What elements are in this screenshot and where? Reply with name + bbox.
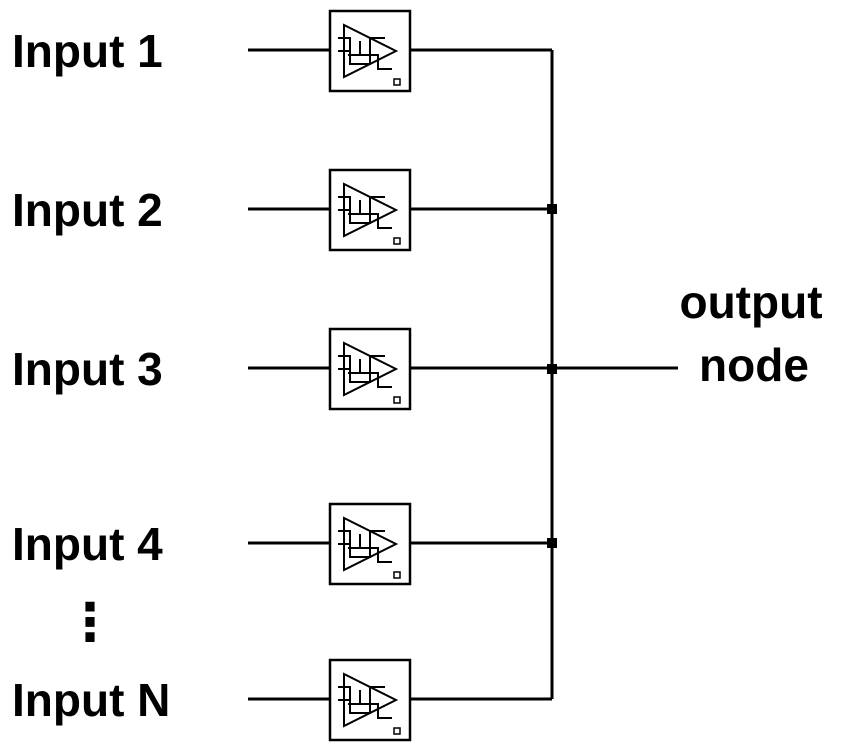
- input-label: Input N: [12, 674, 170, 726]
- buffer-cell-icon: [328, 327, 412, 411]
- input-label: Input 2: [12, 184, 163, 236]
- buffer-cell-icon: [328, 502, 412, 586]
- buffer-cell-icon: [328, 658, 412, 742]
- buffer-cell-icon: [328, 168, 412, 252]
- input-row: Input 4: [12, 502, 552, 586]
- input-rows: Input 1 Input 2 Input 3 Input 4 Input N: [12, 9, 552, 742]
- output-label-line2: node: [699, 339, 809, 391]
- input-row: Input 1: [12, 9, 552, 93]
- input-label: Input 3: [12, 343, 163, 395]
- input-row: Input N: [12, 658, 552, 742]
- input-row: Input 3: [12, 327, 552, 411]
- input-label: Input 1: [12, 25, 163, 77]
- output-label-line1: output: [679, 276, 822, 328]
- ellipsis: ⋮: [64, 594, 116, 652]
- input-label: Input 4: [12, 518, 163, 570]
- buffer-cell-icon: [328, 9, 412, 93]
- junction-dot: [547, 204, 557, 214]
- junction-dot: [547, 538, 557, 548]
- input-row: Input 2: [12, 168, 552, 252]
